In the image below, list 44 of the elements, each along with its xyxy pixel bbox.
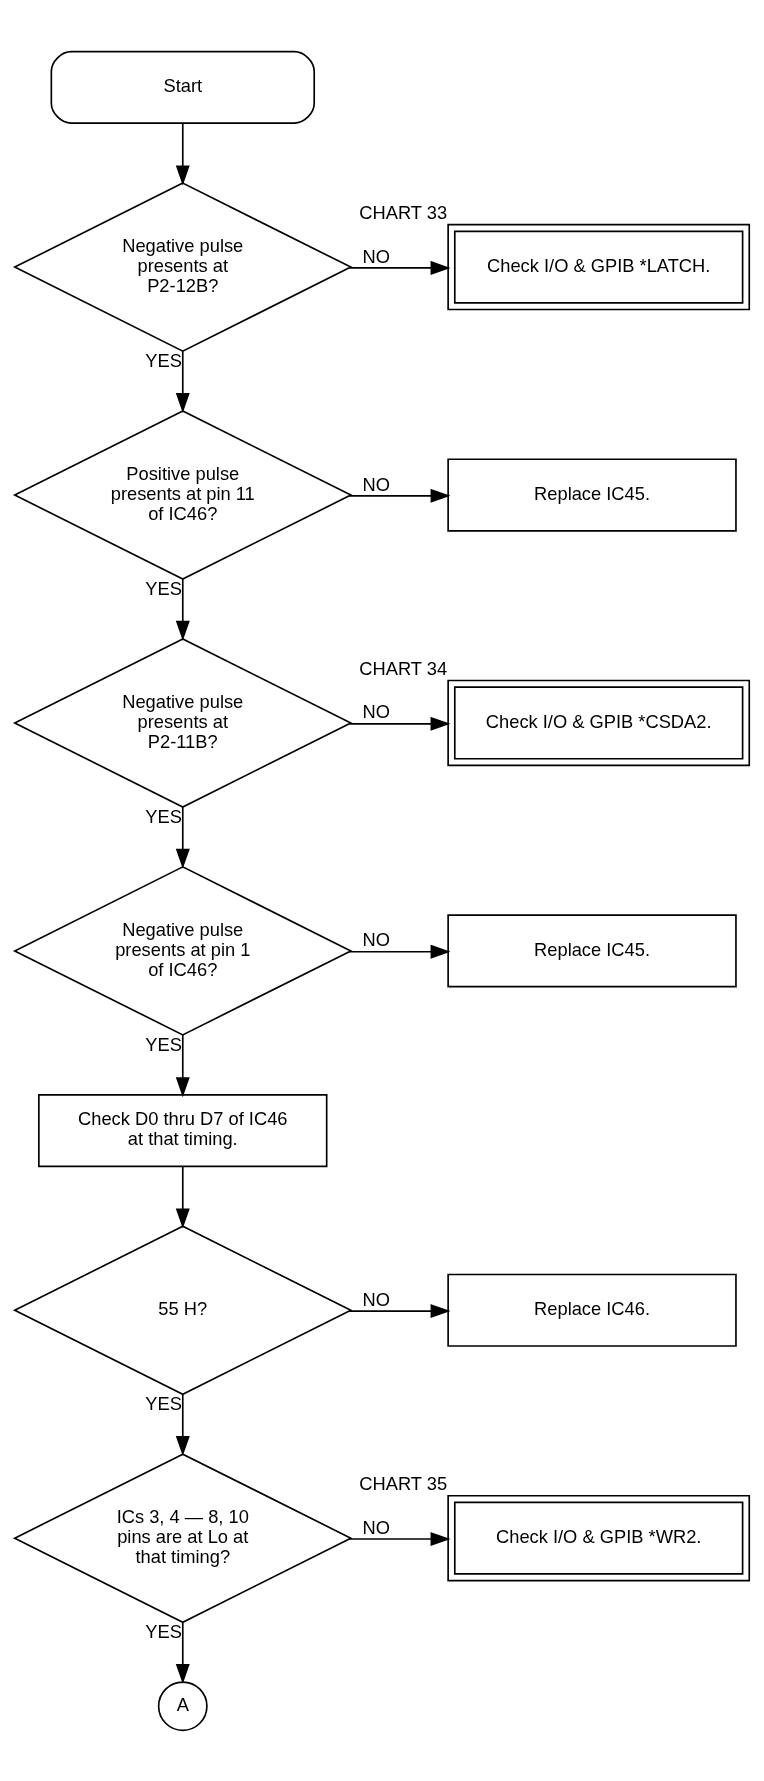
arrow	[348, 716, 451, 731]
node-diamond: 55 H?	[12, 1224, 353, 1395]
edge-label: YES	[145, 349, 182, 371]
arrow	[175, 122, 190, 185]
arrow	[175, 1165, 190, 1229]
node-diamond: Negative pulse presents at P2-11B?	[12, 637, 353, 808]
edge-label: YES	[145, 1392, 182, 1414]
arrow	[348, 944, 451, 959]
node-box: Start	[50, 50, 316, 124]
arrow	[175, 1033, 190, 1097]
edge-label: YES	[145, 577, 182, 599]
edge-label: NO	[362, 928, 390, 950]
node-label: CHART 35	[359, 1472, 448, 1494]
edge-label: NO	[362, 1288, 390, 1310]
node-box: Replace IC46.	[447, 1273, 737, 1347]
node-diamond: Positive pulse presents at pin 11 of IC46?	[12, 409, 353, 580]
node-box: Check I/O & GPIB *WR2.	[447, 1494, 751, 1581]
arrow	[175, 805, 190, 869]
edge-label: NO	[362, 1516, 391, 1538]
node-box: Replace IC45.	[447, 913, 737, 987]
edge-label: NO	[362, 473, 390, 495]
node-box: Check D0 thru D7 of IC46 at that timing.	[38, 1093, 328, 1167]
edge-label: YES	[145, 805, 182, 827]
arrow	[175, 350, 190, 413]
node-label: CHART 33	[359, 201, 448, 223]
node-diamond: ICs 3, 4 — 8, 10 pins are at Lo at that timing?	[12, 1452, 353, 1623]
arrow	[348, 1531, 451, 1546]
edge-label: YES	[145, 1033, 182, 1055]
node-box: Replace IC45.	[447, 457, 737, 532]
edge-label: YES	[145, 1620, 182, 1642]
node-circle: A	[157, 1680, 208, 1731]
arrow	[348, 260, 451, 275]
node-diamond: Negative pulse presents at P2-12B?	[12, 181, 353, 352]
node-diamond: Negative pulse presents at pin 1 of IC46?	[12, 865, 353, 1036]
arrow	[175, 1393, 190, 1456]
arrow	[175, 1620, 190, 1684]
edge-label: NO	[362, 245, 391, 267]
arrow	[348, 1303, 451, 1318]
node-box: Check I/O & GPIB *LATCH.	[447, 223, 751, 310]
arrow	[175, 577, 190, 641]
arrow	[348, 488, 451, 503]
edge-label: NO	[362, 700, 391, 722]
node-box: Check I/O & GPIB *CSDA2.	[447, 679, 751, 766]
node-label: CHART 34	[359, 657, 448, 679]
